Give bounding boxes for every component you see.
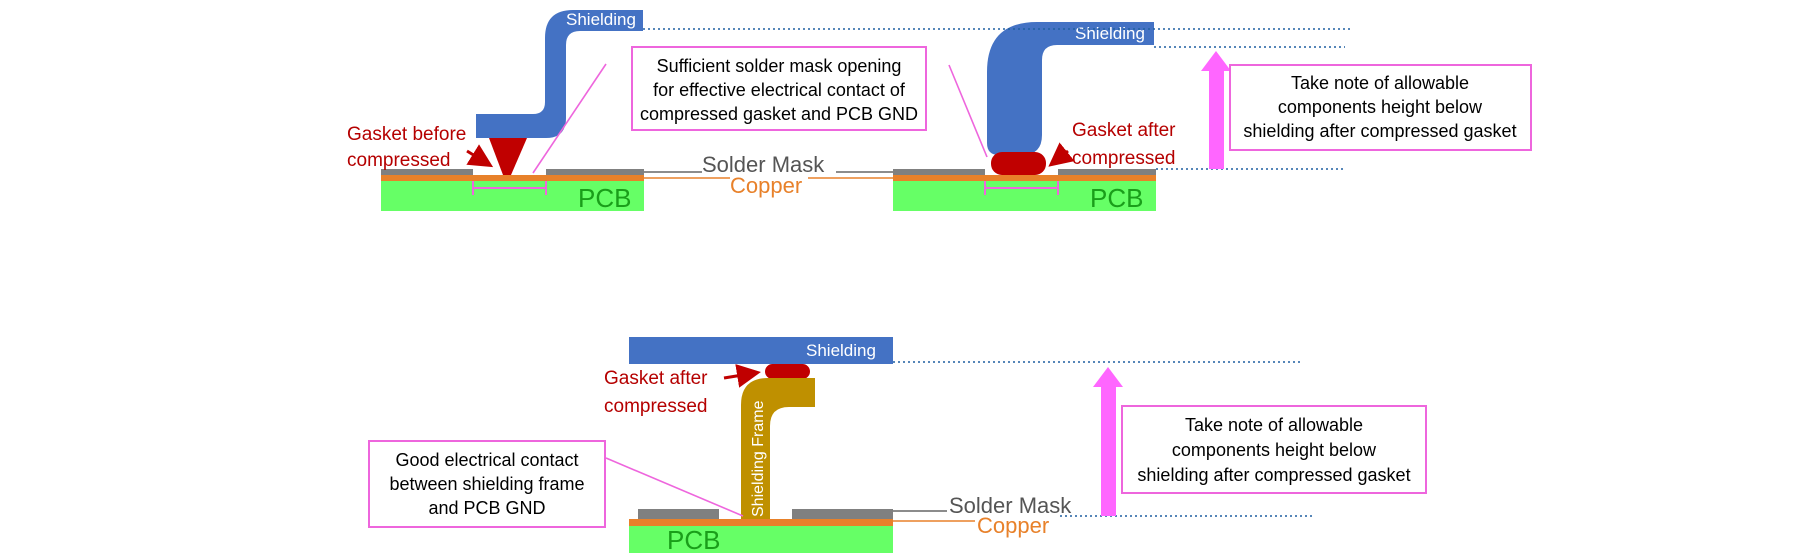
copper-layer: [893, 175, 1156, 181]
reference-lines-bottom: [893, 361, 1315, 517]
svg-text:shielding after compressed gas: shielding after compressed gasket: [1137, 465, 1410, 485]
svg-text:Good electrical contact: Good electrical contact: [395, 450, 578, 470]
solder-mask-left: [638, 509, 719, 519]
shielding-cover: [476, 10, 643, 138]
pcb-board: [381, 181, 644, 211]
panel-gasket-after: PCB Shielding Gasket after compressed: [893, 22, 1176, 213]
solder-mask-left: [893, 169, 985, 175]
callout-height-bottom: Take note of allowable components height…: [1121, 405, 1427, 494]
copper-label: Copper: [730, 173, 802, 198]
svg-text:compressed gasket and PCB GND: compressed gasket and PCB GND: [640, 104, 918, 124]
gasket-before-arrow: [466, 144, 494, 168]
layer-labels-bottom: Solder Mask Copper: [893, 493, 1072, 538]
svg-text:Gasket before: Gasket before: [347, 124, 466, 145]
callout-solder-opening: Sufficient solder mask opening for effec…: [532, 46, 988, 174]
panel-shielding-frame: Shielding Shielding Frame PCB Gasket aft…: [604, 337, 893, 555]
solder-mask-right: [792, 509, 893, 519]
pcb-label: PCB: [1090, 183, 1143, 213]
solder-mask-label: Solder Mask: [702, 152, 825, 177]
shielding-frame: [741, 378, 815, 519]
solder-mask-label: Solder Mask: [949, 493, 1072, 518]
reference-lines-top: [643, 28, 1350, 170]
gasket-after-arrow: [723, 364, 761, 388]
callout-frame-contact: Good electrical contact between shieldin…: [368, 440, 744, 528]
shielding-label: Shielding: [1075, 24, 1145, 43]
shielding-label: Shielding: [806, 341, 876, 360]
svg-text:Take note of allowable: Take note of allowable: [1291, 73, 1469, 93]
panel-gasket-before: PCB Shielding Gasket before compressed: [347, 10, 644, 213]
shielding-cover: [629, 337, 893, 364]
pcb-board: [893, 181, 1156, 211]
svg-text:compressed: compressed: [604, 396, 708, 417]
gasket-before-label: Gasket before compressed: [347, 124, 466, 171]
svg-text:Gasket after: Gasket after: [1072, 120, 1176, 141]
gasket-compressed: [991, 152, 1046, 175]
pcb-label: PCB: [578, 183, 631, 213]
svg-text:compressed: compressed: [347, 150, 451, 171]
svg-text:between shielding frame: between shielding frame: [389, 474, 584, 494]
shielding-label: Shielding: [566, 10, 636, 29]
gasket-after-label: Gasket after compressed: [604, 368, 708, 417]
opening-dimension: [472, 181, 547, 195]
gasket-uncompressed: [489, 138, 527, 175]
copper-label: Copper: [977, 513, 1049, 538]
shielding-frame-label: Shielding Frame: [750, 400, 767, 517]
svg-text:for effective electrical conta: for effective electrical contact of: [653, 80, 906, 100]
opening-dimension: [984, 181, 1059, 195]
height-arrow-bottom: [1093, 367, 1123, 516]
solder-mask-right: [546, 169, 644, 175]
svg-text:components height below: components height below: [1172, 440, 1377, 460]
svg-text:compressed: compressed: [1072, 148, 1176, 169]
gasket-after-label: Gasket after compressed: [1072, 120, 1176, 169]
layer-labels-top: Solder Mask Copper: [644, 152, 893, 198]
pcb-label: PCB: [667, 525, 720, 555]
copper-layer: [381, 175, 644, 181]
svg-text:Sufficient solder mask opening: Sufficient solder mask opening: [657, 56, 902, 76]
solder-mask-left: [381, 169, 473, 175]
svg-text:shielding after compressed gas: shielding after compressed gasket: [1243, 121, 1516, 141]
svg-text:components height below: components height below: [1278, 97, 1483, 117]
pcb-board: [629, 526, 893, 553]
gasket-after-arrow: [1048, 142, 1075, 167]
height-arrow-top: [1201, 51, 1231, 169]
svg-text:and PCB GND: and PCB GND: [428, 498, 545, 518]
callout-height-top: Take note of allowable components height…: [1229, 64, 1532, 151]
solder-mask-right: [1058, 169, 1156, 175]
gasket-compressed: [765, 364, 810, 379]
svg-text:Gasket after: Gasket after: [604, 368, 708, 389]
svg-text:Take note of allowable: Take note of allowable: [1185, 415, 1363, 435]
shielding-cover: [987, 22, 1154, 155]
copper-layer: [629, 519, 893, 526]
